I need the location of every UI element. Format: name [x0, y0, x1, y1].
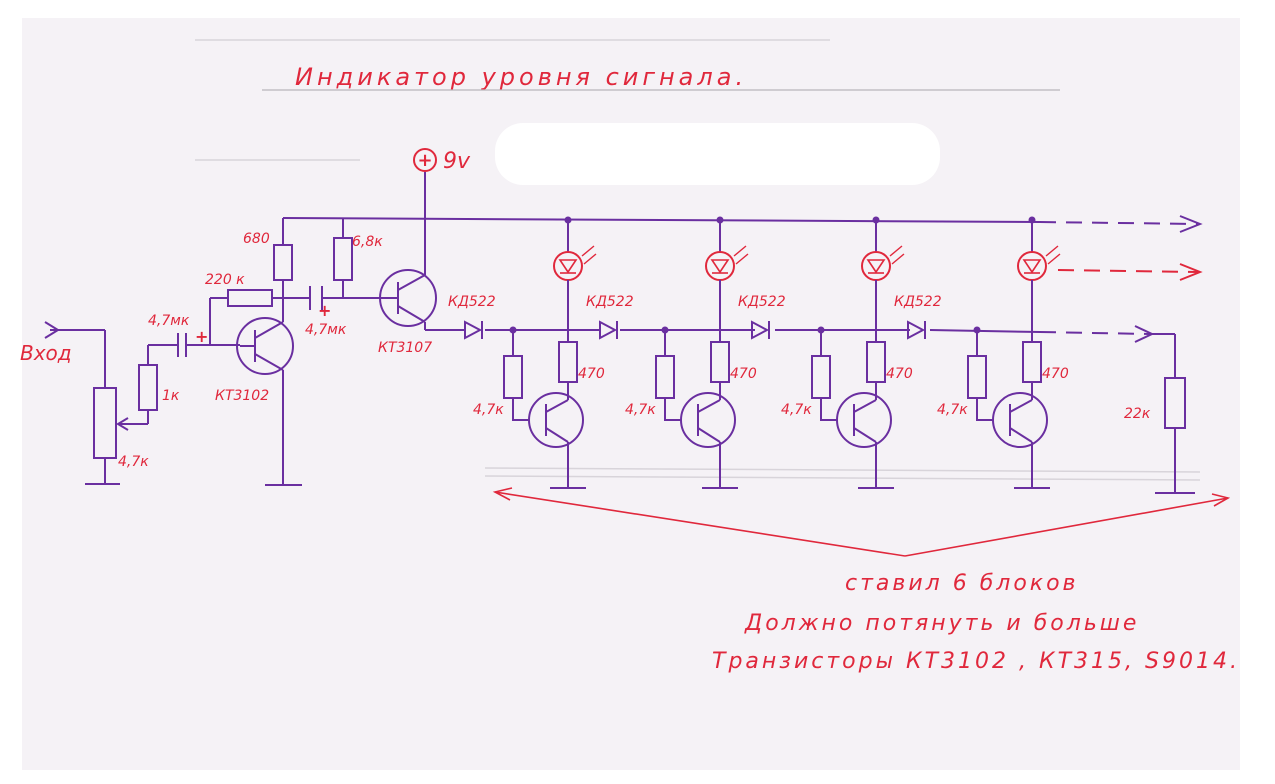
- transistor-emitter-lead: [545, 427, 569, 443]
- output-cap-plus: +: [318, 301, 331, 320]
- continuation-arrows: [1134, 215, 1203, 343]
- series-diode-icon: [751, 320, 770, 340]
- led-diode-symbol: [710, 259, 730, 274]
- stage2-bias-resistor-value: 6,8к: [352, 234, 383, 250]
- stage2-bias-resistor: [333, 237, 353, 281]
- transistor-emitter-lead: [697, 427, 721, 443]
- stage1-transistor-label: КТ3102: [215, 388, 269, 404]
- power-terminal-icon: [413, 148, 437, 172]
- transistor-collector-lead: [545, 399, 569, 413]
- led-light-ray: [891, 253, 905, 265]
- series-diode-label: КД522: [738, 294, 786, 310]
- bias-resistor-value: 1к: [162, 388, 180, 404]
- base-resistor-value: 4,7к: [937, 402, 968, 418]
- led-light-ray: [735, 253, 749, 265]
- transistor-kt3102-leads: [240, 321, 284, 371]
- note-blocks: ставил 6 блоков: [845, 571, 1079, 596]
- transistor-collector-lead: [853, 399, 877, 413]
- pot-wiper-icon: [116, 417, 129, 431]
- power-plus-sign: +: [417, 150, 432, 171]
- led-block: 470 4,7к КД522: [473, 216, 634, 489]
- led-light-ray: [733, 245, 747, 257]
- transistor-emitter-lead: [1009, 427, 1033, 443]
- led-block: 470 4,7к: [937, 216, 1069, 489]
- led-diode-symbol: [866, 259, 886, 274]
- note-transistors: Транзисторы КТ3102 , КТ315, S9014.: [712, 649, 1240, 674]
- led-resistor-value: 470: [886, 366, 913, 382]
- transistor-kt3102-icon: [236, 317, 294, 375]
- feedback-resistor: [227, 289, 273, 307]
- transistor-emitter-lead: [853, 427, 877, 443]
- led-light-ray: [583, 253, 597, 265]
- feedback-resistor-value: 220 к: [205, 272, 245, 288]
- transistor-collector-lead: [697, 399, 721, 413]
- input-label: Вход: [20, 341, 72, 365]
- pot-value: 4,7к: [118, 454, 149, 470]
- series-diode-icon: [599, 320, 618, 340]
- transistor-collector-lead: [1009, 399, 1033, 413]
- led-diode-symbol: [558, 259, 578, 274]
- collector-resistor-value: 680: [243, 231, 270, 247]
- stage2-diode-icon: [464, 320, 483, 340]
- diagram-title: Индикатор уровня сигнала.: [295, 63, 747, 91]
- load-resistor: [1164, 377, 1186, 429]
- led-resistor-value: 470: [730, 366, 757, 382]
- input-arrow-icon: [44, 321, 60, 339]
- led-light-ray: [889, 245, 903, 257]
- stage2-diode-label: КД522: [448, 294, 496, 310]
- circuit-wires: [50, 172, 1201, 494]
- led-resistor-value: 470: [1042, 366, 1069, 382]
- load-resistor-value: 22к: [1124, 406, 1151, 422]
- led-continuation-arrow: [1057, 263, 1203, 281]
- led-light-ray: [581, 245, 595, 257]
- show-through-lines: [195, 39, 1201, 481]
- led-light-ray: [1045, 245, 1059, 257]
- led-diode-symbol: [1022, 259, 1042, 274]
- base-wire: [976, 398, 993, 421]
- led-block-group: 4704,7кКД5224704,7кКД5224704,7кКД5224704…: [473, 216, 1069, 489]
- base-wire: [664, 398, 681, 421]
- output-cap-value: 4,7мк: [305, 322, 347, 338]
- series-diode-label: КД522: [586, 294, 634, 310]
- base-resistor-value: 4,7к: [781, 402, 812, 418]
- led-resistor-value: 470: [578, 366, 605, 382]
- bias-resistor-1k: [138, 364, 158, 411]
- input-cap-value: 4,7мк: [148, 313, 190, 329]
- input-potentiometer: [93, 387, 117, 459]
- series-diode-label: КД522: [894, 294, 942, 310]
- series-diode-icon: [907, 320, 926, 340]
- collector-resistor: [273, 244, 293, 281]
- base-resistor-value: 4,7к: [625, 402, 656, 418]
- whiteout-patch: [495, 123, 940, 185]
- led-block: 470 4,7к КД522: [781, 216, 942, 489]
- transistor-kt3107-leads: [380, 274, 426, 323]
- stage2-transistor-label: КТ3107: [378, 340, 432, 356]
- power-voltage-label: 9v: [443, 149, 471, 174]
- note-more: Должно потянуть и больше: [744, 611, 1139, 636]
- led-block: 470 4,7к КД522: [625, 216, 786, 489]
- input-cap-plus: +: [195, 327, 208, 346]
- base-wire: [512, 398, 529, 421]
- base-wire: [820, 398, 837, 421]
- base-resistor-value: 4,7к: [473, 402, 504, 418]
- led-light-ray: [1047, 253, 1061, 265]
- span-arrows: [492, 487, 1231, 557]
